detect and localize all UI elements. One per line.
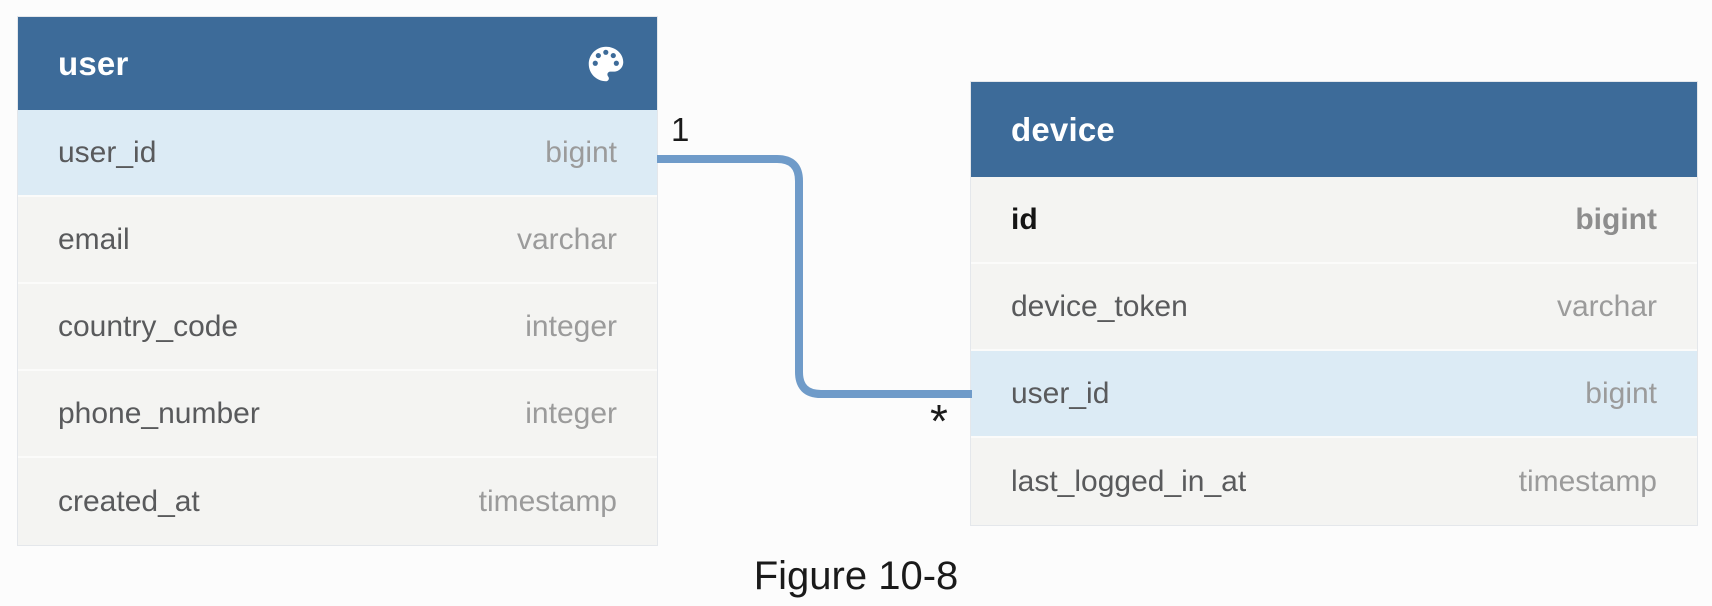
column-type: integer <box>525 396 617 430</box>
column-type: timestamp <box>478 484 617 518</box>
column-type: bigint <box>545 135 617 169</box>
palette-icon <box>583 41 629 87</box>
table-device: device id bigint device_token varchar us… <box>971 82 1697 525</box>
column-type: integer <box>525 309 617 343</box>
figure-caption: Figure 10-8 <box>753 554 959 598</box>
cardinality-one-label: 1 <box>671 111 690 148</box>
table-row-user-email: email varchar <box>18 197 657 284</box>
column-type: varchar <box>1556 289 1657 323</box>
table-user: user user_id bigint email varchar countr… <box>18 17 657 545</box>
table-user-title: user <box>58 44 129 82</box>
table-row-device-device_token: device_token varchar <box>971 264 1697 351</box>
column-type: varchar <box>516 222 617 256</box>
column-name: email <box>58 222 130 256</box>
table-row-device-id: id bigint <box>971 177 1697 264</box>
column-name: created_at <box>58 484 200 518</box>
table-row-user-created_at: created_at timestamp <box>18 458 657 545</box>
column-type: bigint <box>1585 376 1657 410</box>
table-row-device-user_id: user_id bigint <box>971 351 1697 438</box>
table-row-device-last_logged_in_at: last_logged_in_at timestamp <box>971 438 1697 525</box>
table-device-header: device <box>971 82 1697 177</box>
column-name: last_logged_in_at <box>1011 464 1247 498</box>
column-name: user_id <box>1011 376 1110 410</box>
table-row-user-phone_number: phone_number integer <box>18 371 657 458</box>
cardinality-many-label: * <box>930 395 948 447</box>
column-name: user_id <box>58 135 157 169</box>
column-type: timestamp <box>1518 464 1657 498</box>
column-name: phone_number <box>58 396 260 430</box>
table-row-user-user_id: user_id bigint <box>18 110 657 197</box>
column-name: country_code <box>58 309 239 343</box>
column-name: device_token <box>1011 289 1188 323</box>
table-device-title: device <box>1011 110 1115 148</box>
table-row-user-country_code: country_code integer <box>18 284 657 371</box>
column-name: id <box>1011 202 1038 236</box>
column-type: bigint <box>1575 202 1657 236</box>
table-user-header: user <box>18 17 657 110</box>
